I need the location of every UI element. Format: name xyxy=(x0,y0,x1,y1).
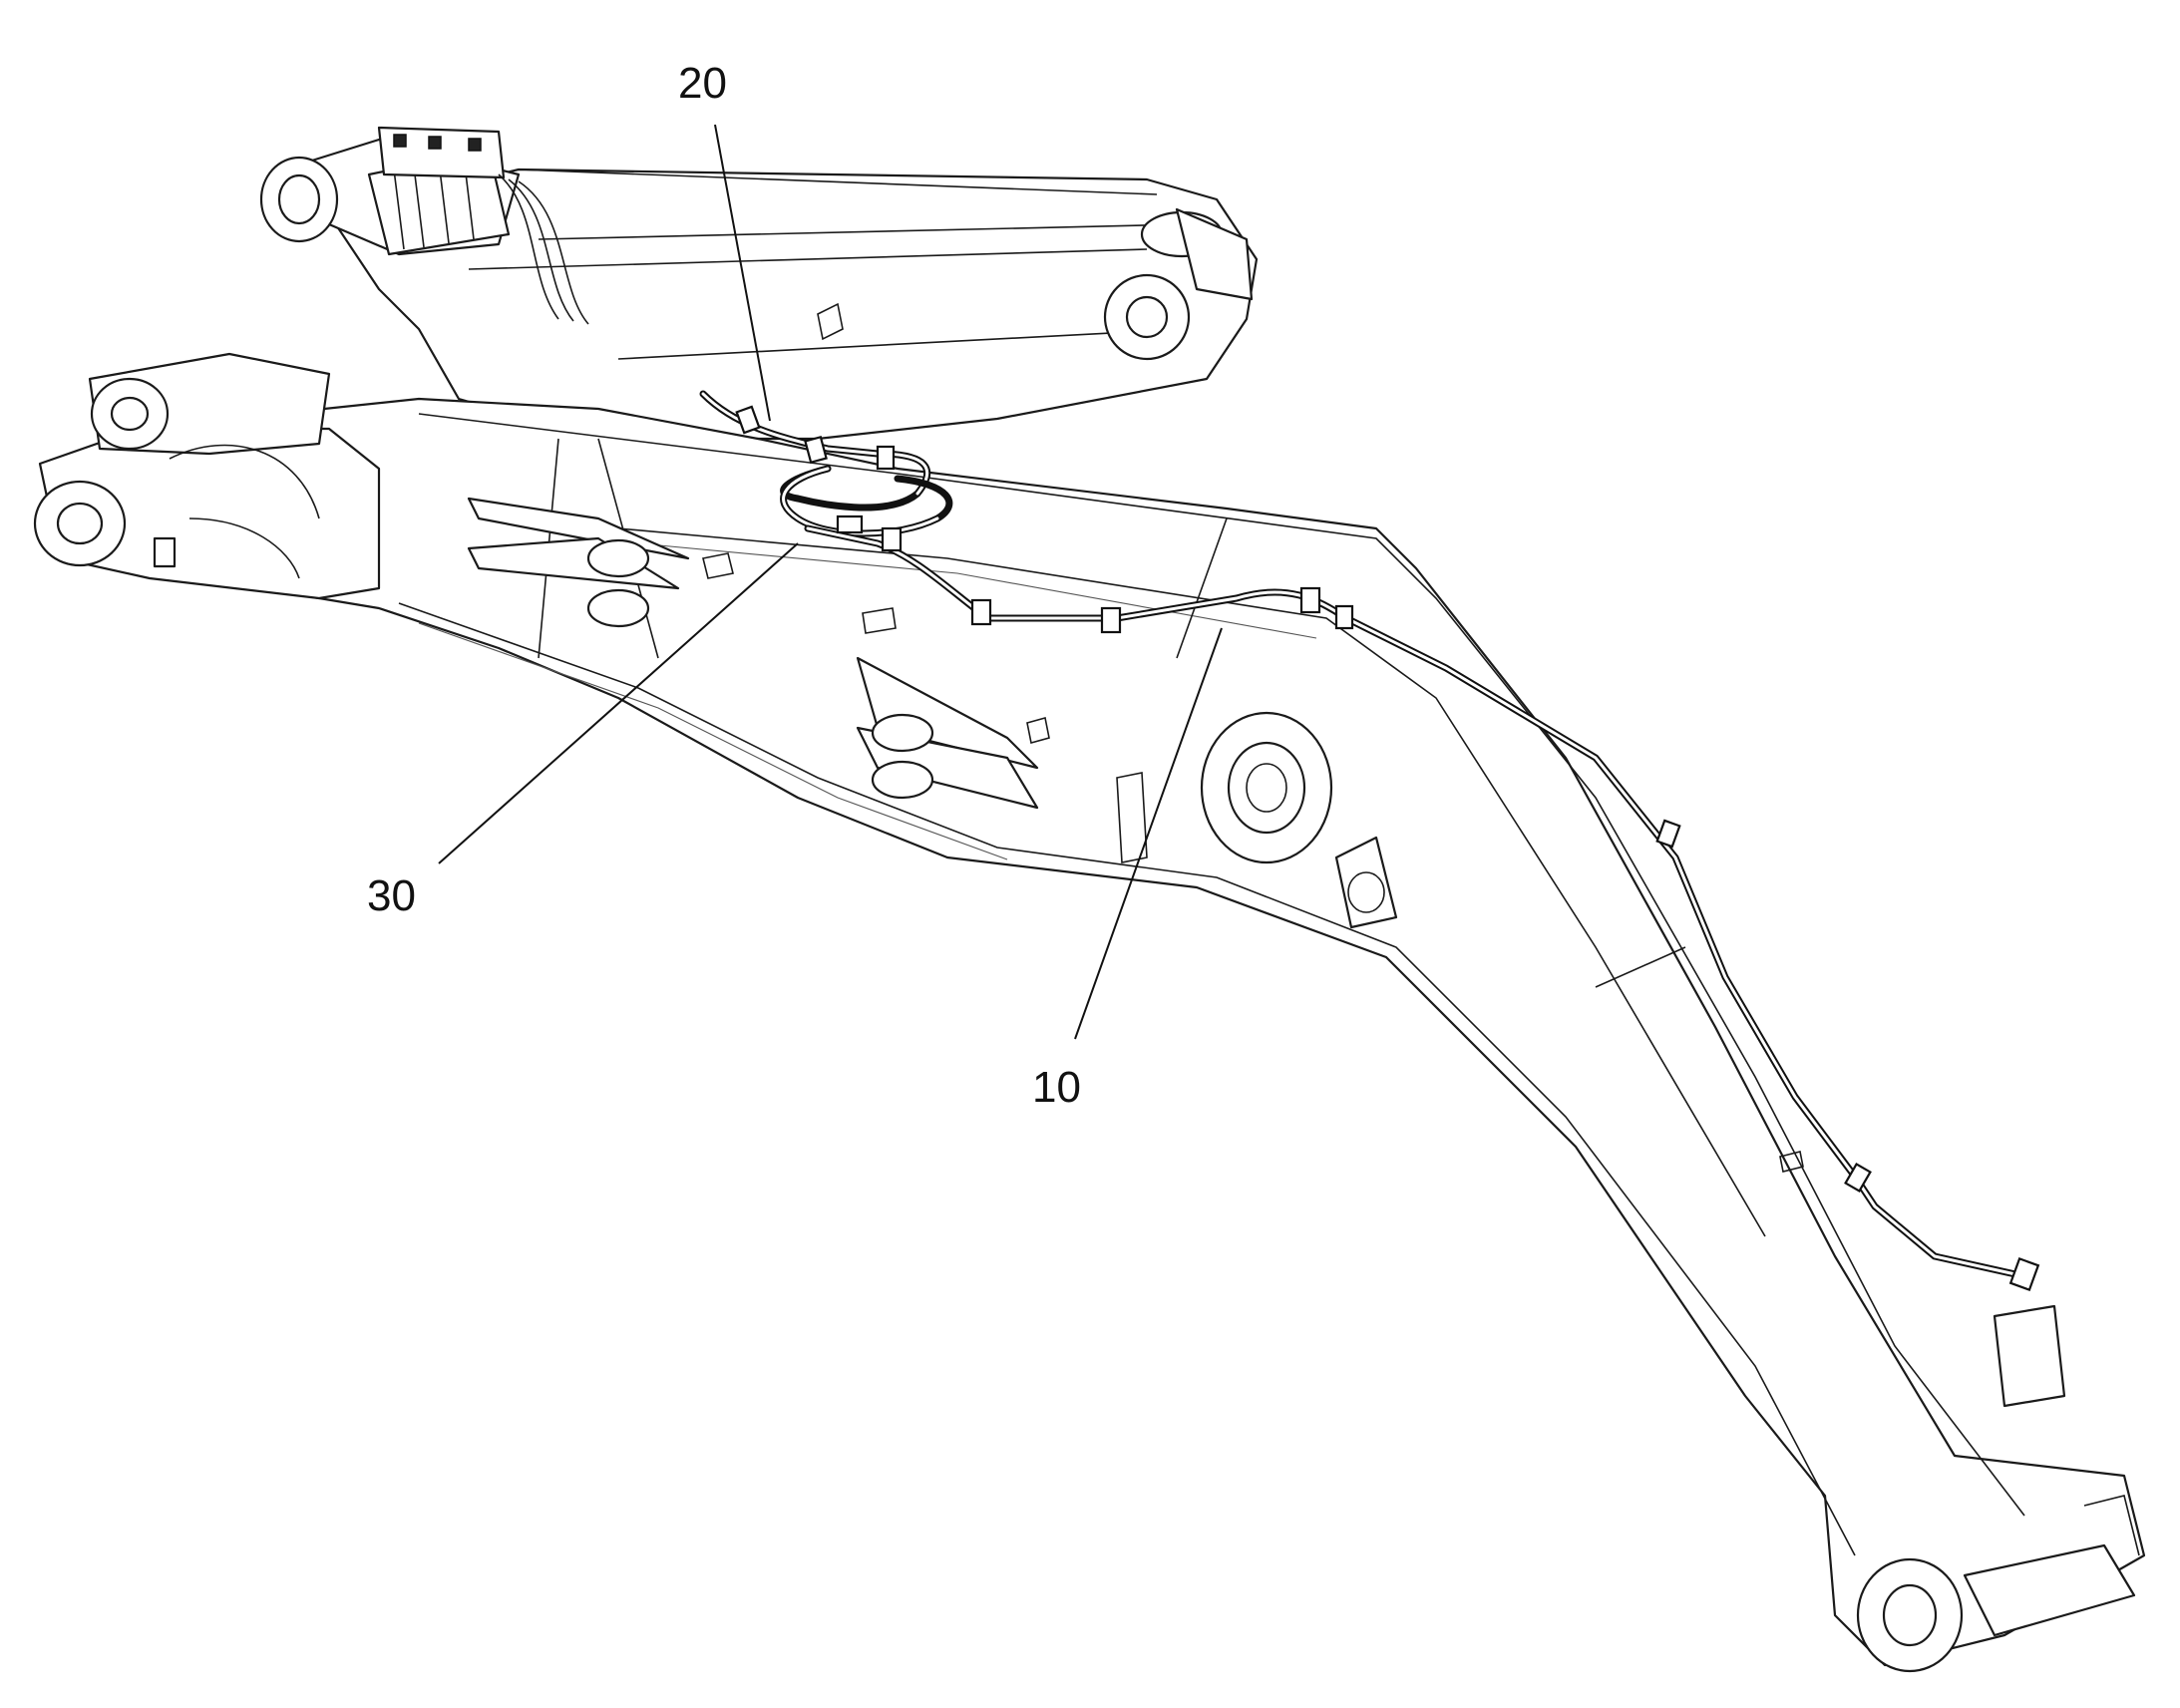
callout-30: 30 xyxy=(367,871,416,920)
hydraulic-cylinder xyxy=(259,126,589,325)
boom-base xyxy=(33,352,381,600)
callout-10: 10 xyxy=(1032,1063,1081,1112)
leader-10 xyxy=(1074,627,1223,1040)
leader-lines xyxy=(438,124,1223,1040)
leader-20 xyxy=(714,124,771,422)
leader-30 xyxy=(438,542,799,864)
callouts: 20 30 10 xyxy=(367,59,1081,1112)
callout-20: 20 xyxy=(678,59,727,108)
hose-assembly xyxy=(699,390,2040,1292)
upper-arm xyxy=(327,168,1259,441)
